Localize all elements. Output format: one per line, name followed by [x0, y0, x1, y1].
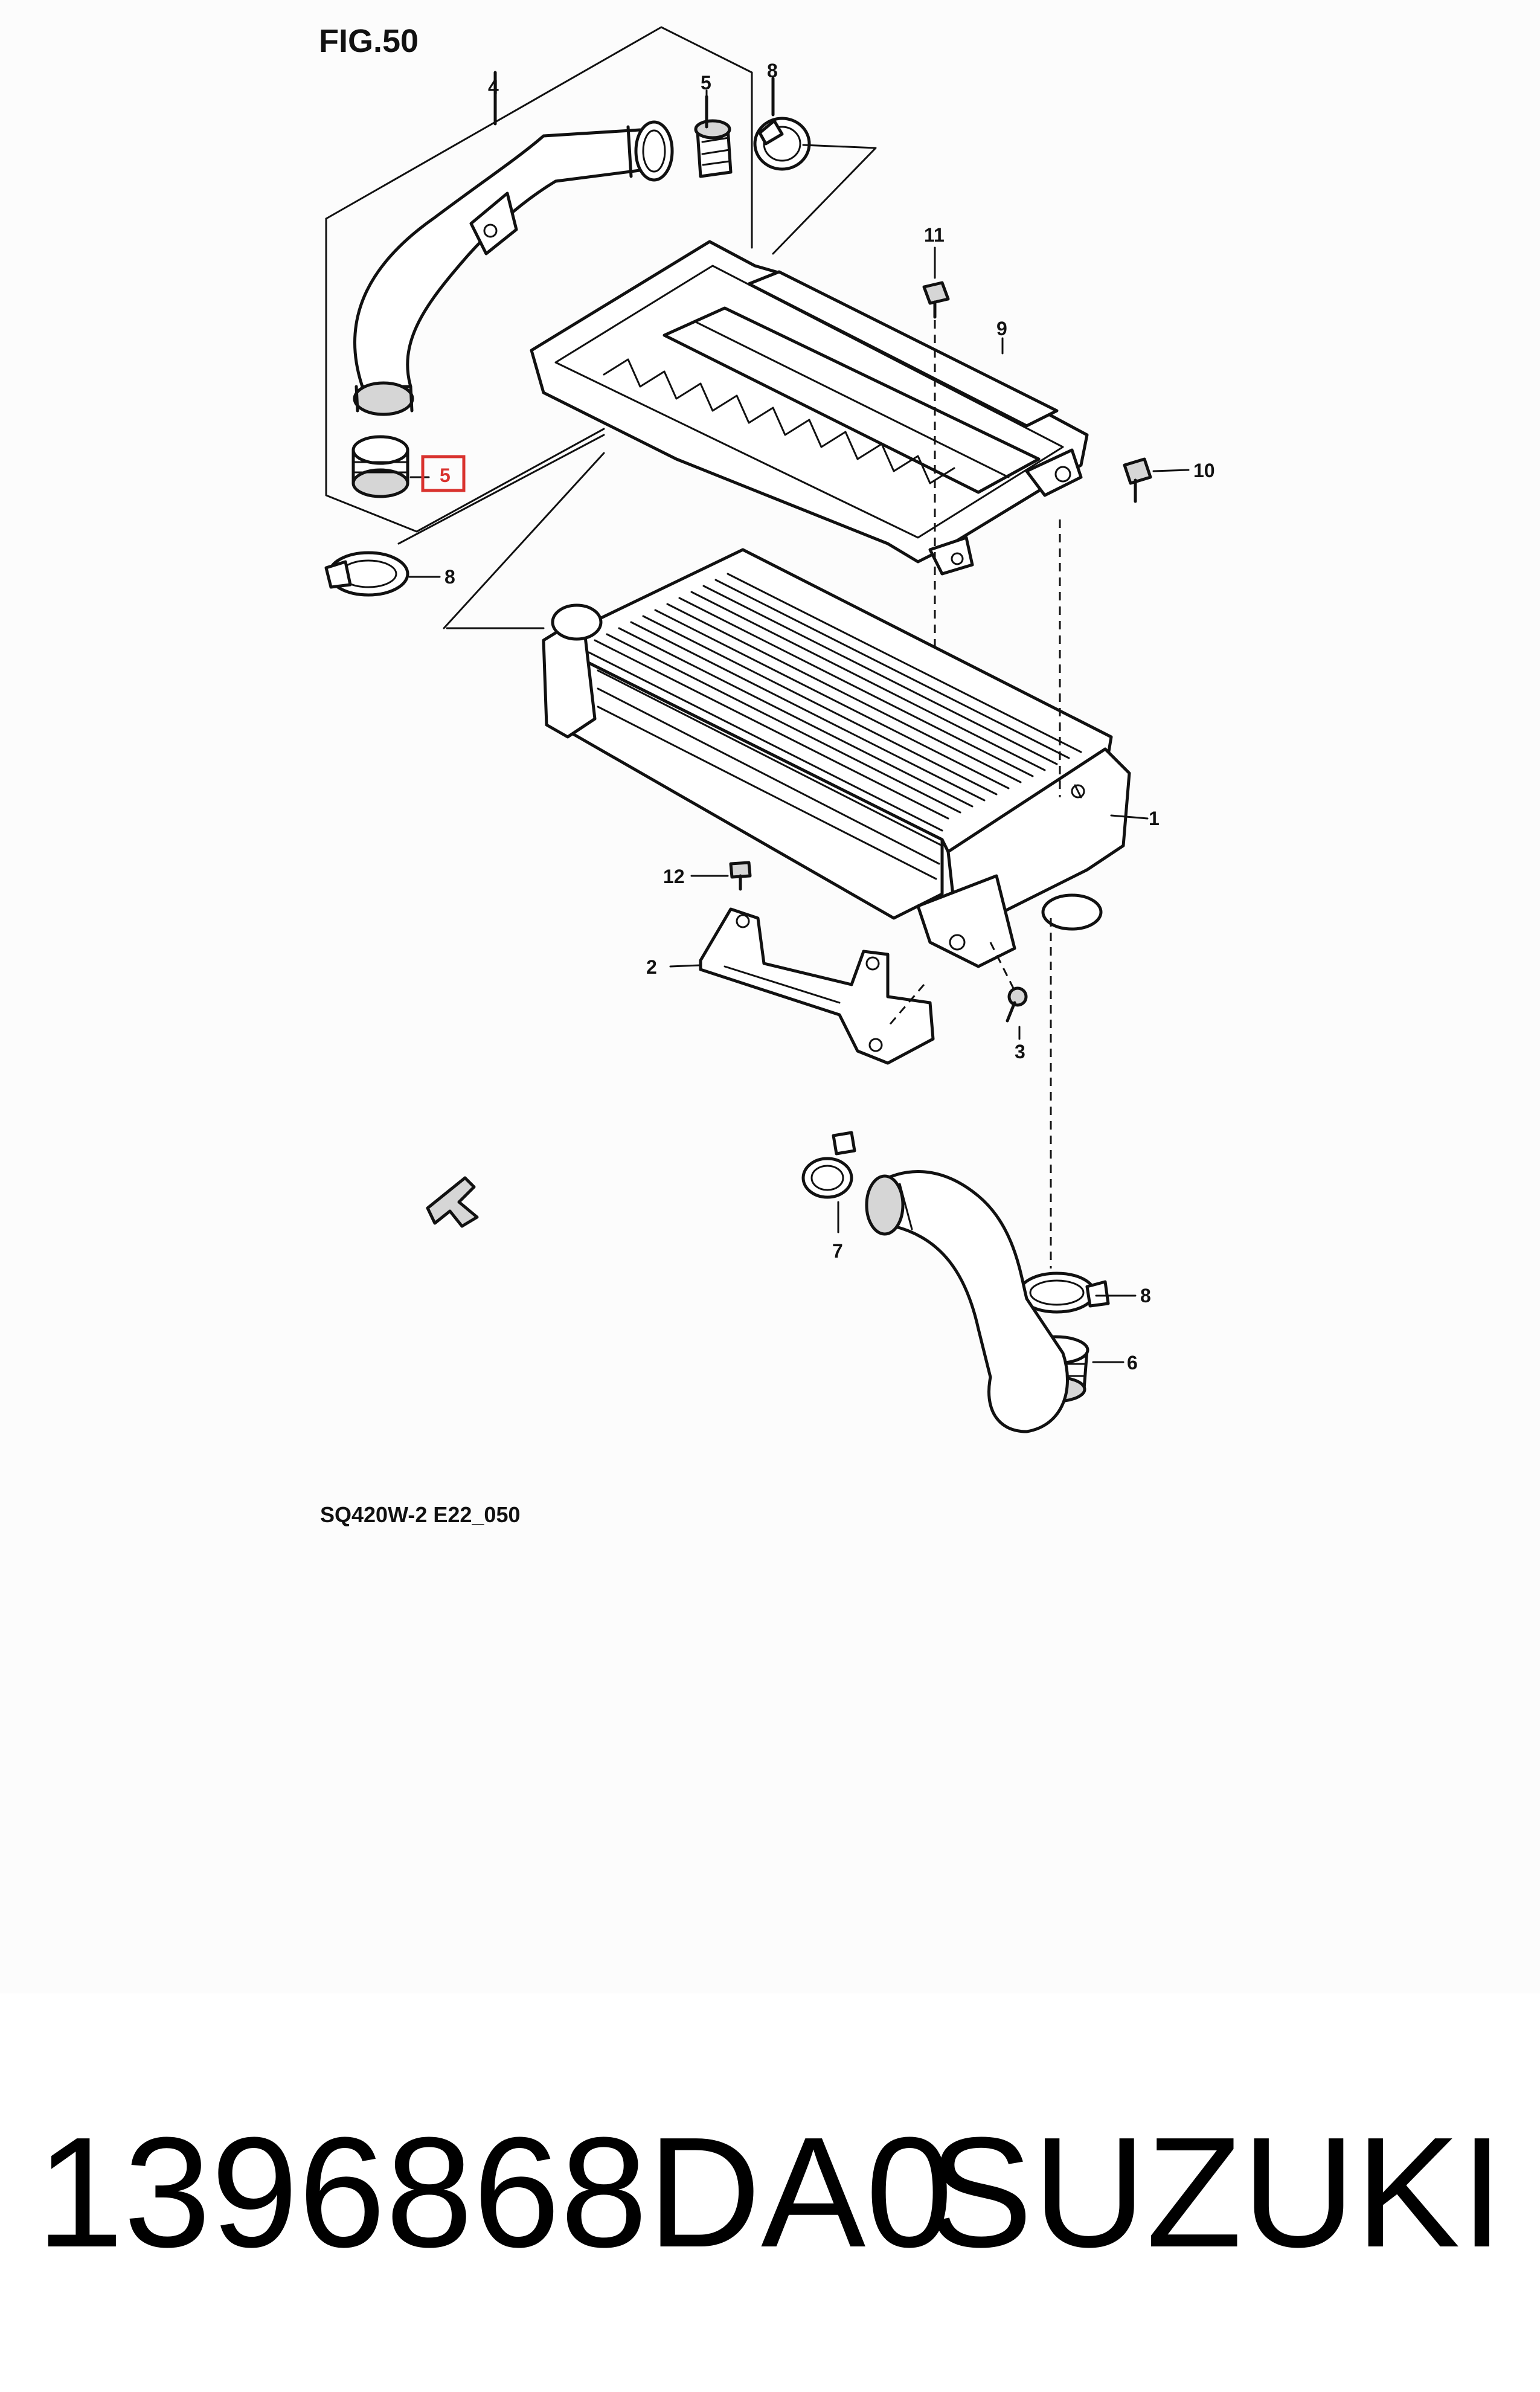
lower-intercooler-hose[interactable]: [865, 1170, 1069, 1433]
leader-clamp-top: [772, 144, 877, 255]
hose-coupling-left[interactable]: [351, 435, 409, 498]
callout-8-left: 8: [444, 566, 455, 588]
leader-core-left: [443, 452, 605, 629]
callout-7: 7: [832, 1240, 843, 1262]
assembly-bracket-upper: [325, 26, 753, 249]
highlight-box-part-5: [421, 455, 466, 492]
upper-intercooler-hose[interactable]: [353, 120, 674, 416]
leader-2: [669, 964, 702, 968]
hose-clamp-part-7[interactable]: [801, 1131, 856, 1199]
callout-2: 2: [646, 956, 657, 978]
leader-duct-left: [397, 434, 605, 545]
callout-10: 10: [1193, 460, 1215, 481]
callout-8-top: 8: [767, 60, 778, 82]
callout-11: 11: [924, 224, 945, 246]
drawing-code: SQ420W-2 E22_050: [320, 1502, 521, 1527]
hose-clamp-left[interactable]: [324, 551, 409, 597]
leader-lines-top: [493, 71, 775, 129]
callout-6: 6: [1127, 1352, 1138, 1374]
leader-1: [1110, 814, 1149, 820]
bolt-part-10[interactable]: [1123, 457, 1152, 503]
callout-3: 3: [1015, 1041, 1025, 1063]
footer: [0, 1993, 1540, 2392]
callout-5-highlight: 5: [440, 465, 451, 486]
parts-diagram: FIG.50: [319, 23, 1215, 1527]
dash-bolt-3: [989, 942, 1016, 991]
leader-10: [1152, 469, 1190, 472]
intercooler-mounting-bracket[interactable]: [699, 907, 935, 1065]
dash-bracket: [887, 984, 925, 1027]
assembly-bracket-left: [325, 217, 605, 533]
brand-name: SUZUKI: [928, 2105, 1504, 2280]
hose-clamp-lower[interactable]: [1018, 1272, 1110, 1314]
figure-label: FIG.50: [319, 23, 419, 59]
intercooler-air-duct[interactable]: [530, 240, 1089, 576]
callout-12: 12: [663, 866, 685, 887]
callout-9: 9: [996, 318, 1007, 339]
callout-8-lower: 8: [1140, 1285, 1151, 1307]
hose-coupling-top[interactable]: [694, 119, 733, 178]
callout-4: 4: [488, 76, 499, 98]
bolt-part-11[interactable]: [922, 281, 950, 319]
callout-1: 1: [1149, 808, 1160, 829]
front-direction-arrow-icon: [426, 1176, 479, 1228]
hose-clamp-top[interactable]: [753, 117, 811, 171]
intercooler-core[interactable]: [542, 548, 1131, 968]
part-number: 1396868DA0: [36, 2105, 953, 2280]
bolt-part-3[interactable]: [1006, 986, 1028, 1023]
callout-5-top: 5: [701, 72, 711, 94]
bolt-part-12[interactable]: [729, 861, 752, 891]
